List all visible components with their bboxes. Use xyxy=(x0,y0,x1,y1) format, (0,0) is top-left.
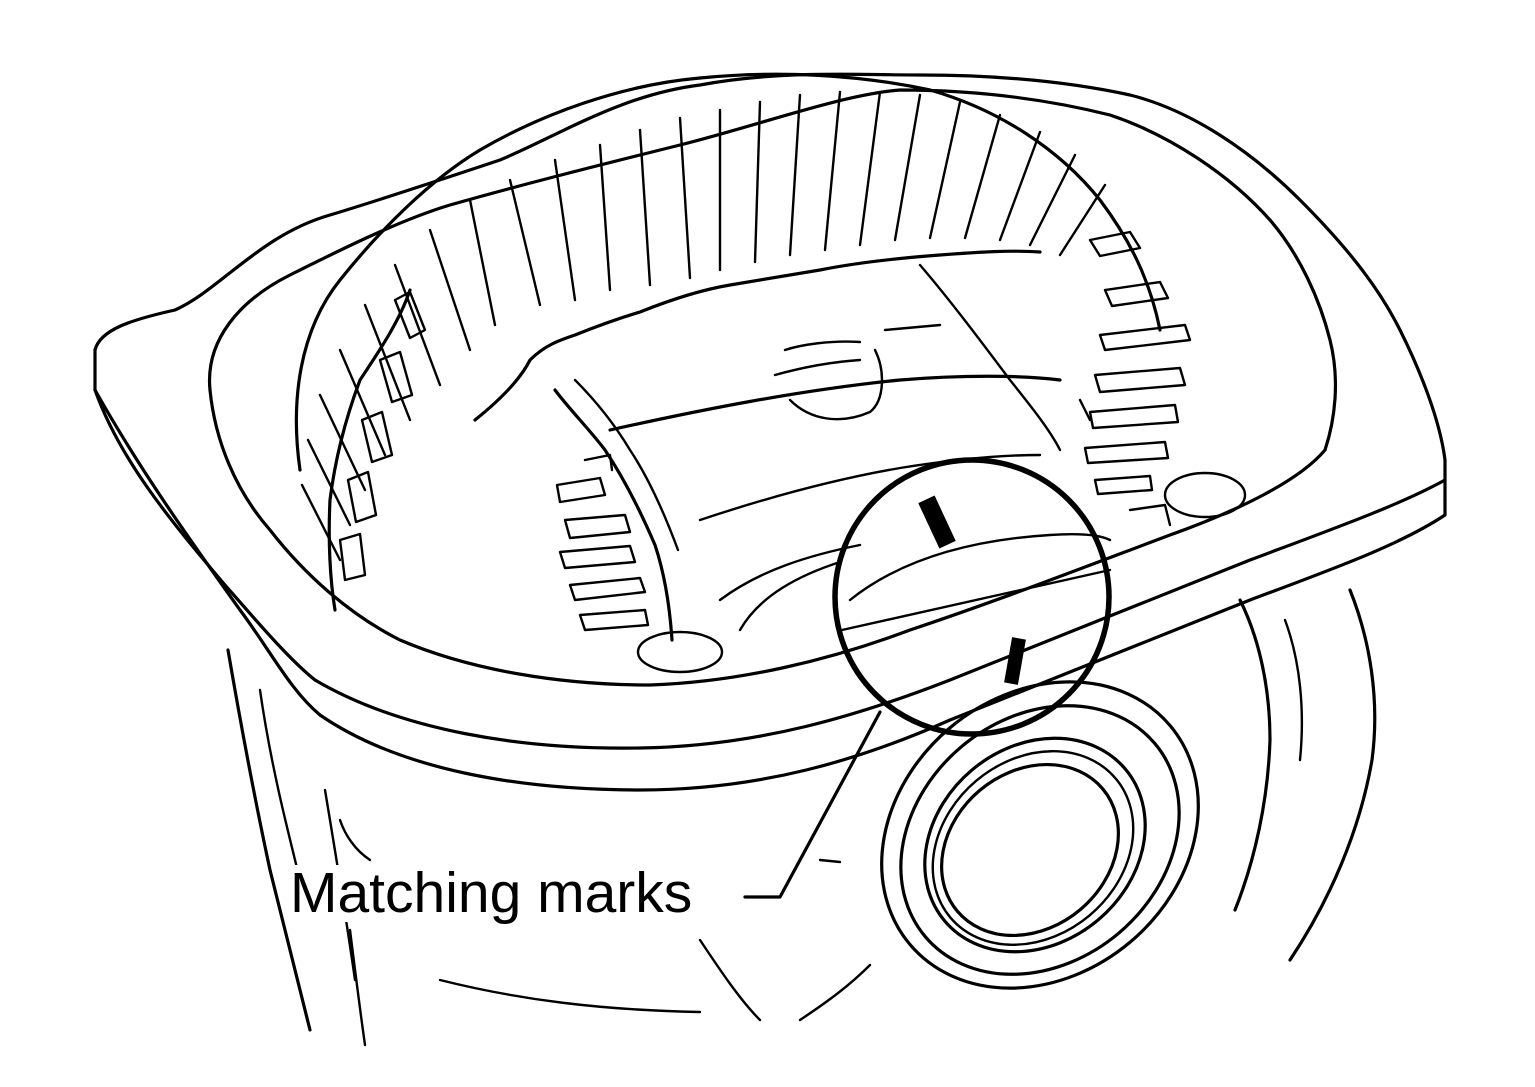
matching-mark-upper xyxy=(918,495,956,549)
matching-mark-lower xyxy=(1004,637,1026,685)
magnifier-circle xyxy=(832,457,1112,737)
differential-case xyxy=(553,263,1092,642)
matching-marks-magnifier xyxy=(832,457,1112,737)
callout-label-matching-marks: Matching marks xyxy=(286,865,697,922)
pinion-gear-left xyxy=(555,453,724,674)
carrier-housing-body xyxy=(226,588,1377,1047)
carrier-housing-flange xyxy=(93,72,1447,792)
ring-gear xyxy=(294,72,1162,612)
right-gear-teeth xyxy=(1083,230,1247,527)
callout-leader xyxy=(743,710,882,899)
bearing-cap xyxy=(880,680,1200,990)
